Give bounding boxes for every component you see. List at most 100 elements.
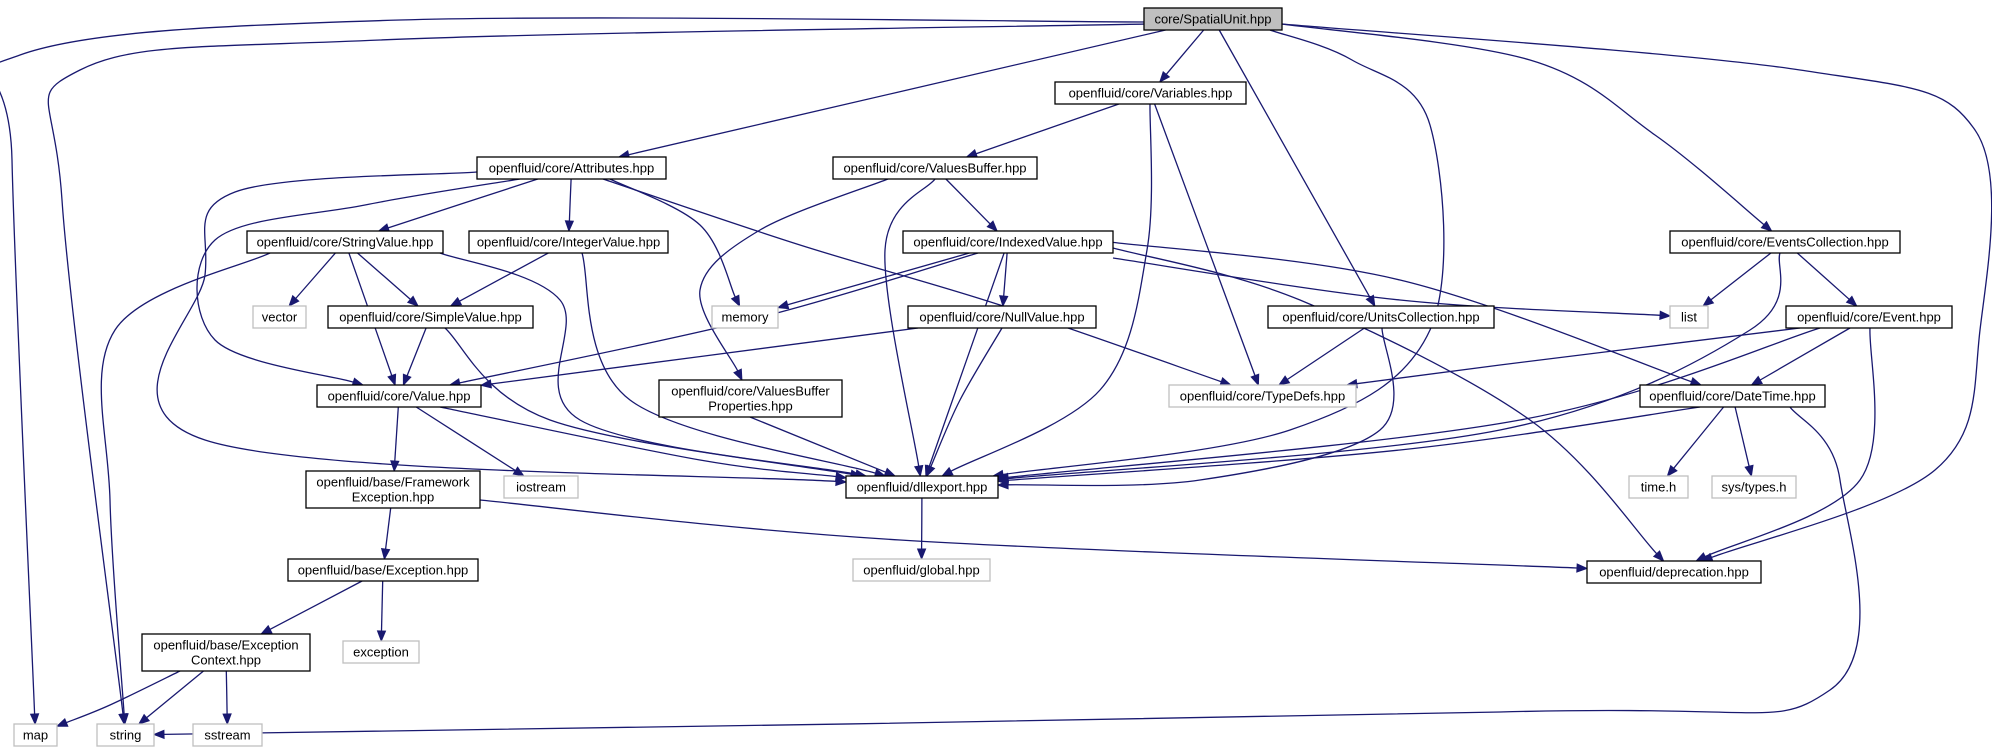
edge-arrowhead (733, 368, 743, 382)
edge-arrowhead (1576, 563, 1589, 573)
edge-arrowhead (29, 713, 40, 726)
edge-arrowhead (152, 729, 165, 740)
edge-line (225, 670, 228, 715)
node-box (1143, 7, 1283, 31)
edge-valuesbuffer-to-valuesbufferprops (699, 178, 889, 382)
edge-attributes-to-typedefs (602, 178, 1233, 387)
edge-dllexport-to-global (916, 497, 927, 561)
edge-line (384, 507, 392, 550)
edge-line (930, 327, 1003, 468)
node-label: list (1681, 310, 1697, 325)
node-box (1054, 81, 1247, 105)
node-datetime[interactable]: openfluid/core/DateTime.hpp (1639, 384, 1826, 408)
edge-line (1734, 406, 1750, 467)
edge-line (444, 327, 852, 475)
node-value[interactable]: openfluid/core/Value.hpp (316, 384, 482, 408)
edge-arrowhead (1365, 294, 1376, 308)
node-deprecation[interactable]: openfluid/deprecation.hpp (1586, 560, 1762, 584)
node-label: Exception.hpp (352, 490, 434, 505)
edge-value-to-iostream (415, 406, 525, 477)
edge-line (1796, 252, 1850, 300)
node-label: openfluid/core/DateTime.hpp (1649, 389, 1815, 404)
edge-arrowhead (1750, 375, 1764, 386)
node-label: openfluid/core/Value.hpp (328, 389, 471, 404)
node-systypes: sys/types.h (1711, 475, 1797, 499)
edge-datetime-to-string (152, 406, 1861, 740)
edge-unitscollection-to-typedefs (1277, 327, 1365, 386)
edge-arrowhead (999, 295, 1009, 308)
edge-line (479, 499, 1578, 569)
node-spatialunit[interactable]: core/SpatialUnit.hpp (1143, 7, 1283, 31)
node-eventscollection[interactable]: openfluid/core/EventsCollection.hpp (1669, 230, 1901, 254)
node-box (845, 475, 999, 499)
node-list: list (1669, 305, 1709, 329)
edge-indexedvalue-to-dllexport (924, 252, 1005, 478)
edge-line (928, 252, 1005, 467)
edge-line (884, 178, 936, 467)
node-attributes[interactable]: openfluid/core/Attributes.hpp (476, 156, 667, 180)
node-simplevalue[interactable]: openfluid/core/SimpleValue.hpp (327, 305, 534, 329)
node-label: string (110, 728, 142, 743)
edge-variables-to-valuesbuffer (965, 103, 1120, 159)
node-box (96, 723, 155, 747)
node-exception[interactable]: openfluid/base/Exception.hpp (287, 558, 479, 582)
edge-line (47, 23, 1149, 715)
edge-indexedvalue-to-datetime (1109, 241, 1703, 387)
edge-line (1356, 327, 1801, 385)
node-box (503, 475, 579, 499)
edge-line (787, 252, 970, 306)
edge-line (1112, 257, 1661, 316)
node-label: sys/types.h (1721, 480, 1786, 495)
edge-line (602, 178, 1222, 383)
node-valuesbufferprops[interactable]: openfluid/core/ValuesBufferProperties.hp… (658, 379, 843, 418)
edge-line (406, 327, 427, 376)
node-valuesbuffer[interactable]: openfluid/core/ValuesBuffer.hpp (832, 156, 1038, 180)
edge-arrowhead (926, 464, 936, 478)
node-box (658, 379, 843, 418)
edge-arrowhead (406, 295, 420, 307)
node-map: map (13, 723, 58, 747)
node-string: string (96, 723, 155, 747)
edge-datetime-to-dllexport (996, 406, 1701, 485)
edge-arrowhead (1652, 550, 1665, 562)
edge-line (699, 178, 889, 372)
node-unitscollection[interactable]: openfluid/core/UnitsCollection.hpp (1267, 305, 1495, 329)
node-variables[interactable]: openfluid/core/Variables.hpp (1054, 81, 1247, 105)
edge-exceptioncontext-to-sstream (222, 670, 232, 726)
node-label: sstream (204, 728, 250, 743)
edge-indexedvalue-to-list (1112, 257, 1672, 321)
nodes-layer: core/SpatialUnit.hpp openfluid/core/Varia… (13, 7, 1953, 747)
edge-arrowhead (55, 718, 69, 727)
node-event[interactable]: openfluid/core/Event.hpp (1785, 305, 1953, 329)
node-box (1669, 305, 1709, 329)
edge-line (1112, 247, 1658, 555)
edge-arrowhead (1760, 220, 1773, 232)
node-label: openfluid/deprecation.hpp (1599, 565, 1749, 580)
node-nullvalue[interactable]: openfluid/core/NullValue.hpp (907, 305, 1097, 329)
edge-indexedvalue-to-deprecation (1112, 247, 1665, 562)
edge-line (950, 103, 1153, 472)
node-indexedvalue[interactable]: openfluid/core/IndexedValue.hpp (902, 230, 1114, 254)
edge-nullvalue-to-value (479, 327, 919, 389)
node-label: vector (262, 310, 298, 325)
edge-line (581, 252, 876, 474)
node-box (1168, 384, 1357, 408)
node-integervalue[interactable]: openfluid/core/IntegerValue.hpp (468, 230, 669, 254)
edge-attributes-to-stringvalue (377, 178, 539, 233)
edge-line (1153, 103, 1256, 376)
edge-line (749, 416, 886, 473)
node-label: openfluid/core/UnitsCollection.hpp (1282, 310, 1479, 325)
node-timeh: time.h (1628, 475, 1689, 499)
edge-exception-to-exceptioncontext (260, 580, 363, 635)
edge-arrowhead (996, 475, 1009, 485)
edge-nullvalue-to-dllexport (926, 327, 1003, 478)
node-stringvalue[interactable]: openfluid/core/StringValue.hpp (246, 230, 444, 254)
edge-spatialunit-to-unitscollection (1218, 29, 1376, 308)
edge-line (459, 252, 549, 302)
node-dllexport[interactable]: openfluid/dllexport.hpp (845, 475, 999, 499)
edge-arrowhead (730, 294, 741, 308)
edge-indexedvalue-to-nullvalue (999, 252, 1009, 308)
edge-line (394, 406, 399, 462)
